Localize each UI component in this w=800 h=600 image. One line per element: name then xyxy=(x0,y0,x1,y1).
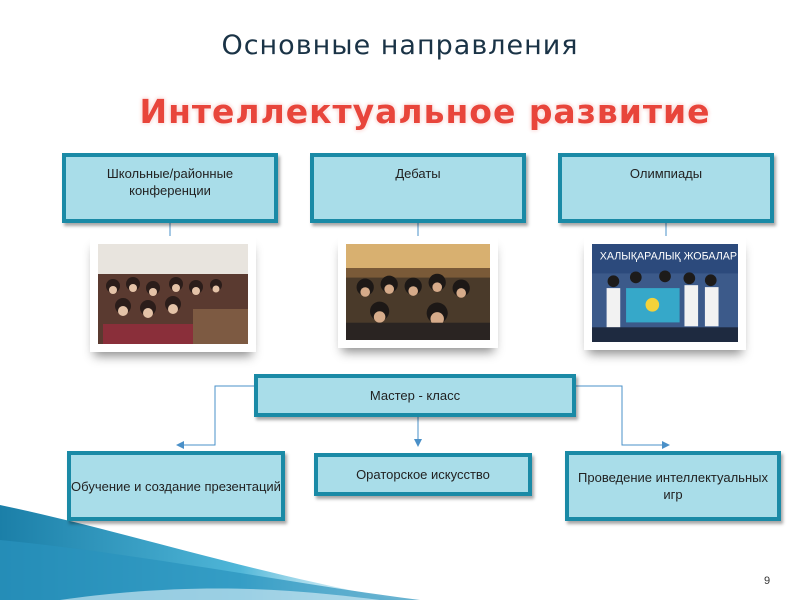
photo-conference xyxy=(90,236,256,352)
box-intellectual-games: Проведение интеллектуальных игр xyxy=(565,451,781,521)
box-olympiads: Олимпиады xyxy=(558,153,774,223)
box-oratory-label: Ораторское искусство xyxy=(356,467,490,482)
box-intellectual-games-label: Проведение интеллектуальных игр xyxy=(578,470,768,502)
slide-title: Основные направления xyxy=(221,30,579,61)
box-presentations: Обучение и создание презентаций xyxy=(67,451,285,521)
box-master-class-label: Мастер - класс xyxy=(369,388,461,403)
box-olympiads-label: Олимпиады xyxy=(629,166,703,181)
box-debates-label: Дебаты xyxy=(395,166,441,181)
slide-subtitle: Интеллектуальное развитие xyxy=(139,92,711,131)
box-conferences-label: Школьные/районные конференции xyxy=(106,166,234,198)
page-number: 9 xyxy=(764,575,771,587)
box-master-class: Мастер - класс xyxy=(254,374,576,417)
photo-debates xyxy=(338,236,498,348)
olympiad-banner-text: ХАЛЫҚАРАЛЫҚ ЖОБАЛАР xyxy=(600,251,737,263)
box-conferences: Школьные/районные конференции xyxy=(62,153,278,223)
box-oratory: Ораторское искусство xyxy=(314,453,532,496)
photo-olympiad: ХАЛЫҚАРАЛЫҚ ЖОБАЛАР xyxy=(584,236,746,350)
box-debates: Дебаты xyxy=(310,153,526,223)
box-presentations-label: Обучение и создание презентаций xyxy=(71,478,281,494)
